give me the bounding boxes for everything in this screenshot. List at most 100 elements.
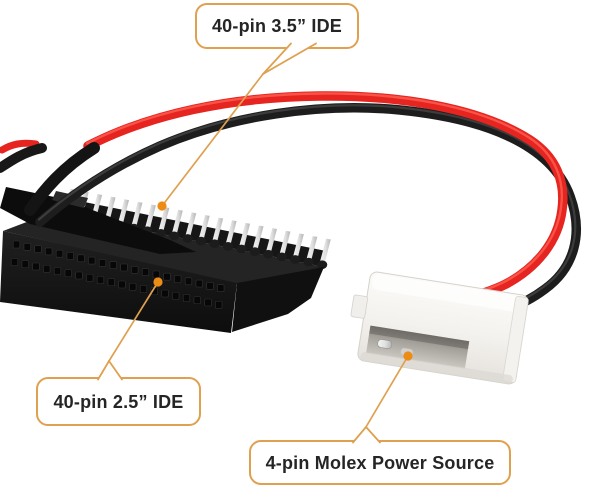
socket-hole: [163, 272, 171, 281]
ide-pin: [306, 235, 318, 262]
ide-pin: [198, 215, 210, 241]
molex-opening-shadow: [369, 325, 470, 350]
socket-hole: [184, 277, 193, 286]
socket-hole: [195, 279, 203, 288]
socket-hole: [43, 264, 51, 273]
ide-pin: [319, 238, 331, 265]
label-40pin-25-ide: 40-pin 2.5” IDE: [36, 377, 201, 426]
socket-hole: [217, 284, 225, 293]
ide-pin: [265, 228, 277, 254]
annotation-dots: [153, 201, 413, 361]
molex-connector: [350, 271, 529, 385]
dot-socket25: [153, 277, 163, 287]
socket-hole: [139, 285, 148, 293]
pin-base-bump: [263, 249, 274, 259]
socket-hole: [53, 267, 62, 275]
socket-hole: [174, 275, 182, 283]
dot-molex: [403, 351, 413, 361]
socket-hole: [64, 269, 72, 278]
pin-base-bump: [290, 255, 301, 264]
socket-hole: [86, 273, 94, 282]
ide-pin: [185, 212, 197, 238]
heat-shrink-sleeve: [24, 142, 100, 216]
wires: [0, 91, 581, 314]
pin-base-bump: [249, 247, 260, 256]
pin-base-bump: [155, 228, 166, 238]
black-power-wire: [35, 103, 581, 314]
dot-pins35: [157, 201, 167, 211]
adapter-left-cap: [0, 187, 196, 254]
socket-hole: [23, 243, 31, 251]
label-4pin-molex-text: 4-pin Molex Power Source: [265, 452, 495, 473]
socket-hole: [215, 300, 223, 309]
pin-base-bump: [196, 236, 207, 246]
socket-hole: [129, 282, 137, 291]
ide-pin: [171, 209, 183, 236]
ide-pin: [117, 199, 129, 225]
red-power-wire: [83, 91, 568, 305]
ide-adapter: [0, 187, 331, 333]
socket-hole: [55, 249, 64, 258]
ide-pin: [158, 207, 170, 233]
ide-pin: [279, 230, 291, 257]
black-sleeve-left: [0, 143, 47, 173]
socket-hole: [118, 280, 126, 289]
pin-base-bump: [236, 244, 247, 254]
molex-pin-1: [377, 339, 393, 349]
socket-hole: [34, 245, 42, 253]
socket-hole: [204, 298, 212, 307]
leader-socket25: [108, 281, 159, 362]
pin-base-bump: [209, 239, 220, 249]
socket-hole: [21, 260, 29, 269]
pin-base-bump: [276, 252, 287, 262]
socket-hole: [32, 262, 40, 271]
socket-hole: [45, 247, 53, 256]
ide-pin: [292, 233, 304, 259]
socket-hole: [131, 265, 139, 274]
pin-base-bump: [222, 242, 234, 251]
red-wire-tip: [0, 139, 40, 154]
socket-hole: [66, 252, 74, 260]
socket-hole: [77, 254, 85, 263]
annotation-leaders: [108, 73, 409, 428]
molex-left-tab: [350, 294, 369, 319]
ide-pin: [252, 225, 264, 252]
black-wire-highlight: [37, 104, 577, 308]
socket-hole: [161, 289, 169, 298]
socket-hole: [193, 296, 201, 305]
socket-hole: [12, 240, 21, 249]
socket-hole: [96, 276, 105, 284]
pin-base-bump: [169, 231, 180, 241]
pin-base-bump: [182, 234, 193, 243]
socket-hole: [75, 271, 83, 280]
socket-hole: [120, 263, 128, 272]
label-40pin-35-ide-text: 40-pin 3.5” IDE: [211, 16, 343, 36]
pin-base-bump: [303, 257, 314, 267]
socket-hole: [10, 258, 19, 266]
ide-pin: [211, 217, 224, 244]
ide-pin: [131, 201, 143, 228]
ide-socket-holes: [10, 240, 225, 309]
label-4pin-molex: 4-pin Molex Power Source: [249, 440, 511, 485]
socket-hole: [152, 270, 160, 279]
socket-hole: [182, 294, 191, 302]
socket-hole: [107, 278, 115, 287]
label-40pin-35-ide: 40-pin 3.5” IDE: [195, 3, 359, 49]
leader-molex: [365, 355, 409, 428]
ide-pin: [225, 220, 237, 246]
label-40pin-25-ide-text: 40-pin 2.5” IDE: [53, 391, 184, 412]
socket-hole: [98, 259, 107, 267]
red-wire-highlight: [85, 92, 563, 299]
socket-hole: [88, 256, 96, 265]
socket-hole: [206, 282, 214, 290]
ide-pin: [238, 222, 251, 249]
socket-hole: [141, 268, 150, 276]
ide-pin-header: [64, 188, 331, 265]
molex-top-highlight: [372, 274, 525, 313]
socket-hole: [109, 261, 117, 270]
ide-pin: [144, 204, 156, 231]
molex-bottom-shade: [360, 352, 513, 384]
socket-hole: [172, 291, 180, 300]
